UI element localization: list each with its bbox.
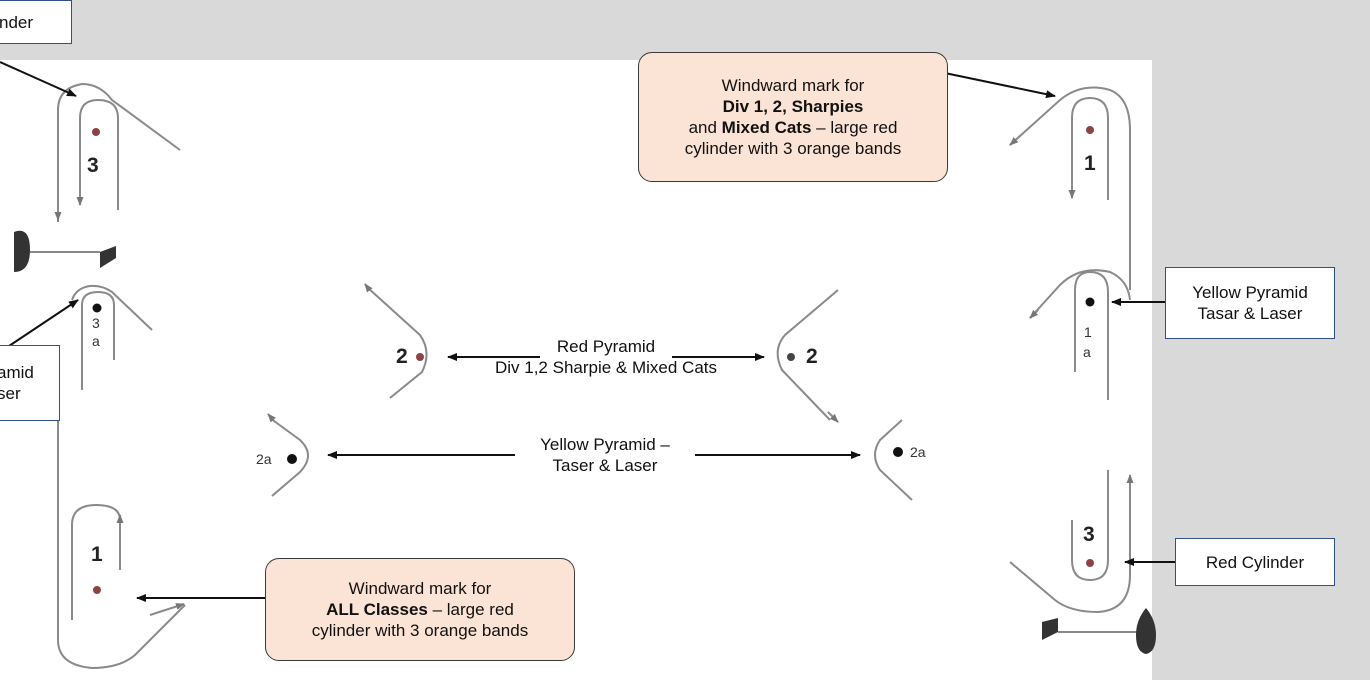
callout-yellow-pyramid-left-partial: amid ser [0,345,60,421]
callout-red-cylinder-left-partial: nder [0,0,72,44]
center-marks [267,283,913,501]
mark-label-right-3: 3 [1083,523,1095,546]
callout-yellow-pyramid-right: Yellow Pyramid Tasar & Laser [1165,267,1335,339]
annotation-arrows [0,61,1185,602]
callout-windward-mark-all-classes: Windward mark for ALL Classes – large re… [265,558,575,661]
mark-label-left-3: 3 [87,154,99,177]
course-diagram-area [0,60,1152,680]
mark-label-center-right-2: 2 [806,345,818,368]
callout-windward-mark-div12: Windward mark for Div 1, 2, Sharpies and… [638,52,948,182]
mark-label-right-1a-num: 1 [1084,324,1092,340]
mark-label-center-right-2a: 2a [910,444,926,460]
mark-label-left-1: 1 [91,543,103,566]
mark-label-left-3a-sub: a [92,333,100,349]
left-mark3-path [57,82,181,222]
mark-label-left-3a-num: 3 [92,315,100,331]
finish-line-right [1042,608,1156,654]
left-course [54,82,186,670]
mark-label-center-left-2a: 2a [256,451,272,467]
mark-label-right-1: 1 [1084,152,1096,175]
mark-label-right-1a-sub: a [1083,344,1091,360]
callout-bold-text: Div 1, 2, Sharpies [722,97,864,116]
right-course [1009,86,1134,614]
callout-red-cylinder-right: Red Cylinder [1175,538,1335,586]
label-yellow-pyramid-center: Yellow Pyramid – Taser & Laser [540,435,670,475]
label-red-pyramid: Red Pyramid Div 1,2 Sharpie & Mixed Cats [494,337,718,377]
start-line-left [14,230,116,272]
mark-label-center-left-2: 2 [396,345,408,368]
callout-mixed-line: and Mixed Cats – large red [688,118,898,137]
